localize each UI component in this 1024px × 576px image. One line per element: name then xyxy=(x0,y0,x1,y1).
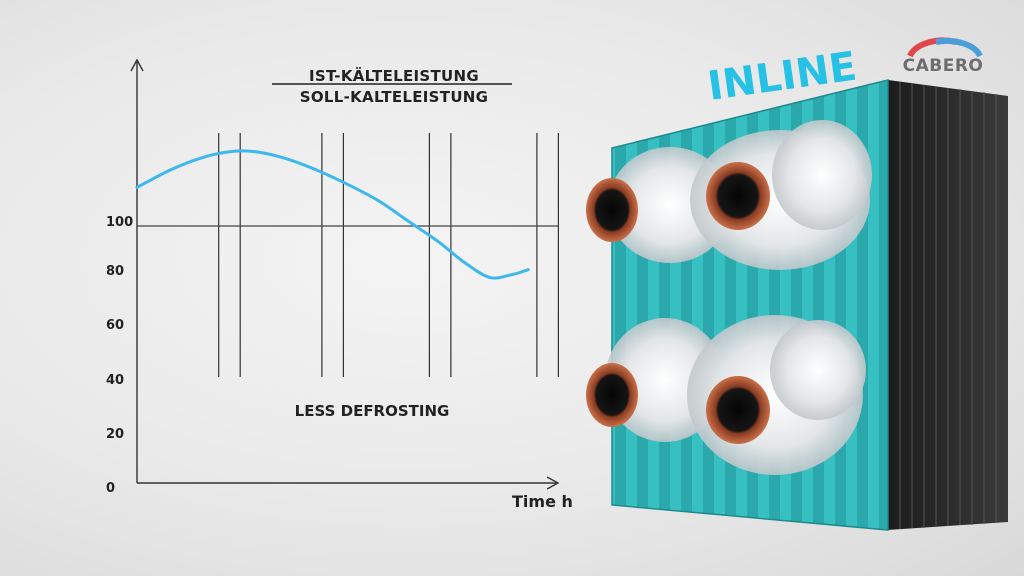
y-tick-label: 80 xyxy=(106,264,124,279)
logo-text: CABERO xyxy=(902,56,984,76)
y-tick-label: 100 xyxy=(106,215,133,230)
side-fin-lines xyxy=(899,82,997,529)
y-tick-label: 40 xyxy=(106,373,124,388)
series-line xyxy=(135,149,530,280)
pipe-outlet xyxy=(706,162,770,230)
y-tick-labels: 100 80 60 40 20 0 xyxy=(106,215,133,496)
y-axis-arrow xyxy=(130,58,144,72)
y-tick-label: 60 xyxy=(106,318,124,333)
series-group xyxy=(135,149,530,280)
y-tick-label: 0 xyxy=(106,481,115,496)
defrost-lines xyxy=(218,133,560,377)
pipe-outlet xyxy=(586,178,638,242)
logo-arcs-icon xyxy=(907,37,983,58)
fraction-numerator: IST-KÄLTELEISTUNG xyxy=(309,66,479,85)
pipe-outlet xyxy=(586,363,638,427)
pipe-outlet xyxy=(706,376,770,444)
frost-deposits xyxy=(605,120,872,475)
heat-exchanger-illustration: INLINE xyxy=(586,44,1008,531)
cabero-logo: CABERO xyxy=(898,32,988,76)
fraction-denominator: SOLL-KALTELEISTUNG xyxy=(300,88,489,106)
y-tick-label: 20 xyxy=(106,427,124,442)
x-axis-label: Time h xyxy=(512,492,573,511)
chart-annotation: LESS DEFROSTING xyxy=(295,402,450,420)
x-axis-arrow xyxy=(546,476,560,490)
pipe-outlets xyxy=(586,162,770,444)
performance-chart: 100 80 60 40 20 0 IST-KÄLTELEISTUNG SOLL… xyxy=(106,58,573,511)
